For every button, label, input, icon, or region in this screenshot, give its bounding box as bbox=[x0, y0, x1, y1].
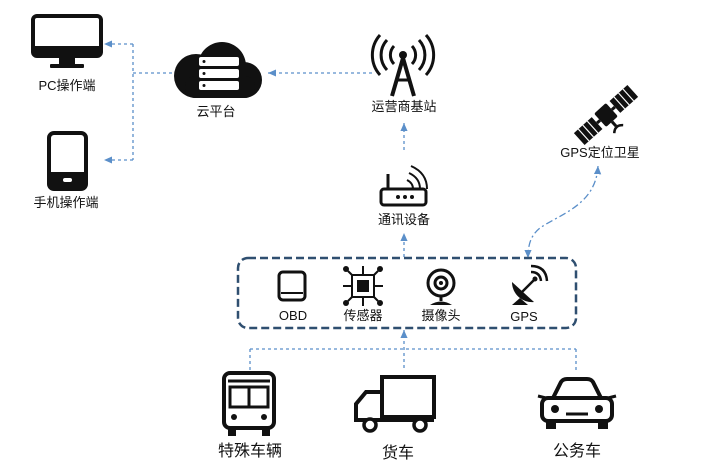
gps-satellite-label: GPS定位卫星 bbox=[560, 145, 639, 160]
base-station-node: 运营商基站 bbox=[370, 34, 437, 114]
comm-device-label: 通讯设备 bbox=[378, 212, 430, 227]
mobile-node: 手机操作端 bbox=[33, 131, 99, 210]
base-station-label: 运营商基站 bbox=[371, 99, 436, 114]
antenna-tower-icon bbox=[370, 34, 436, 97]
vehicle-special-label: 特殊车辆 bbox=[218, 442, 282, 460]
sensor-label: 传感器 bbox=[343, 308, 382, 323]
monitor-icon bbox=[31, 14, 103, 68]
obd-item: OBD bbox=[277, 270, 307, 323]
router-icon bbox=[379, 165, 428, 207]
cloud-server-icon bbox=[174, 42, 262, 98]
obd-label: OBD bbox=[279, 308, 307, 323]
camera-icon bbox=[426, 268, 456, 305]
obd-device-icon bbox=[277, 270, 307, 302]
cloud-label: 云平台 bbox=[196, 104, 235, 119]
sensor-item: 传感器 bbox=[343, 266, 383, 323]
cloud-node: 云平台 bbox=[174, 42, 262, 119]
connectors bbox=[104, 40, 602, 372]
camera-label: 摄像头 bbox=[421, 308, 460, 323]
mobile-label: 手机操作端 bbox=[33, 195, 98, 210]
vehicle-truck: 货车 bbox=[354, 375, 436, 462]
vehicle-special: 特殊车辆 bbox=[218, 371, 282, 460]
vehicle-truck-label: 货车 bbox=[382, 444, 414, 462]
pc-node: PC操作端 bbox=[31, 14, 103, 93]
vehicle-official: 公务车 bbox=[537, 377, 617, 460]
sensor-chip-icon bbox=[343, 266, 383, 306]
bus-icon bbox=[222, 371, 276, 436]
satellite-icon bbox=[573, 84, 639, 146]
car-icon bbox=[537, 377, 617, 429]
satellite-dish-icon bbox=[511, 264, 549, 305]
terminal-group: OBD 传感器 bbox=[236, 256, 578, 330]
truck-icon bbox=[354, 375, 436, 433]
comm-device-node: 通讯设备 bbox=[378, 165, 430, 227]
vehicle-official-label: 公务车 bbox=[553, 442, 601, 460]
mobile-phone-icon bbox=[47, 131, 88, 191]
gps-label: GPS bbox=[510, 309, 538, 324]
camera-item: 摄像头 bbox=[421, 268, 461, 323]
pc-label: PC操作端 bbox=[38, 78, 95, 93]
gps-satellite-node: GPS定位卫星 bbox=[560, 84, 640, 160]
gps-item: GPS bbox=[510, 264, 549, 324]
terminal-group-border bbox=[236, 256, 578, 330]
